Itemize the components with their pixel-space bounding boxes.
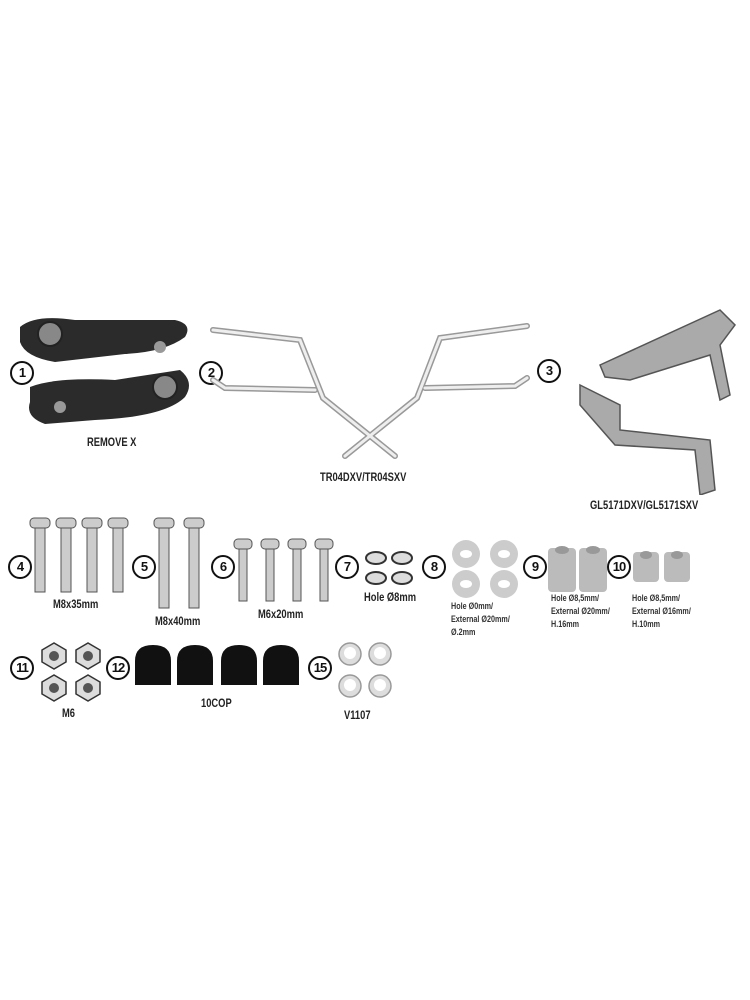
spacers-h10-image: [633, 551, 690, 582]
lock-washers-image: [365, 551, 413, 585]
spec-line: Ø.2mm: [451, 627, 476, 637]
part-label-12: 10COP: [201, 696, 232, 710]
part-number-7: 7: [335, 555, 359, 579]
part-number-8: 8: [422, 555, 446, 579]
spec-line: External Ø20mm/: [551, 606, 610, 616]
flat-washers-image: [452, 540, 518, 598]
bolts-m8x40-image: [153, 517, 205, 609]
plate-covers-image: [20, 318, 189, 424]
part-label-6: M6x20mm: [258, 607, 304, 621]
spec-line: Hole Ø8,5mm/: [632, 593, 681, 603]
spec-line: External Ø20mm/: [451, 614, 510, 624]
spec-line: H.10mm: [632, 619, 661, 629]
bolts-m6x20-image: [233, 538, 334, 602]
part-number-3: 3: [537, 359, 561, 383]
part-label-9: Hole Ø8,5mm/ External Ø20mm/ H.16mm: [551, 592, 610, 631]
bushings-v1107-image: [338, 642, 392, 698]
spacers-h16-image: [548, 546, 607, 592]
part-label-7: Hole Ø8mm: [364, 590, 417, 604]
brackets-image: [579, 309, 736, 495]
nuts-m6-image: [41, 642, 101, 702]
spec-line: External Ø16mm/: [632, 606, 691, 616]
part-number-1: 1: [10, 361, 34, 385]
part-label-2: TR04DXV/TR04SXV: [320, 470, 407, 484]
part-label-5: M8x40mm: [155, 614, 201, 628]
part-label-15: V1107: [344, 708, 371, 722]
part-number-5: 5: [132, 555, 156, 579]
part-number-6: 6: [211, 555, 235, 579]
part-number-10: 10: [607, 555, 631, 579]
cap-nuts-image: [135, 645, 299, 685]
part-label-4: M8x35mm: [53, 597, 99, 611]
part-number-12: 12: [106, 656, 130, 680]
part-number-4: 4: [8, 555, 32, 579]
part-number-11: 11: [10, 656, 34, 680]
spec-line: Hole Ø8,5mm/: [551, 593, 600, 603]
part-number-15: 15: [308, 656, 332, 680]
part-label-1: REMOVE X: [87, 435, 137, 449]
part-label-3: GL5171DXV/GL5171SXV: [590, 498, 699, 512]
spec-line: H.16mm: [551, 619, 580, 629]
part-label-11: M6: [62, 706, 76, 720]
part-number-9: 9: [523, 555, 547, 579]
part-label-10: Hole Ø8,5mm/ External Ø16mm/ H.10mm: [632, 592, 691, 631]
part-label-8: Hole Ø0mm/ External Ø20mm/ Ø.2mm: [451, 600, 510, 639]
spec-line: Hole Ø0mm/: [451, 601, 494, 611]
pannier-frames-image: [210, 323, 530, 459]
bolts-m8x35-image: [29, 517, 129, 593]
